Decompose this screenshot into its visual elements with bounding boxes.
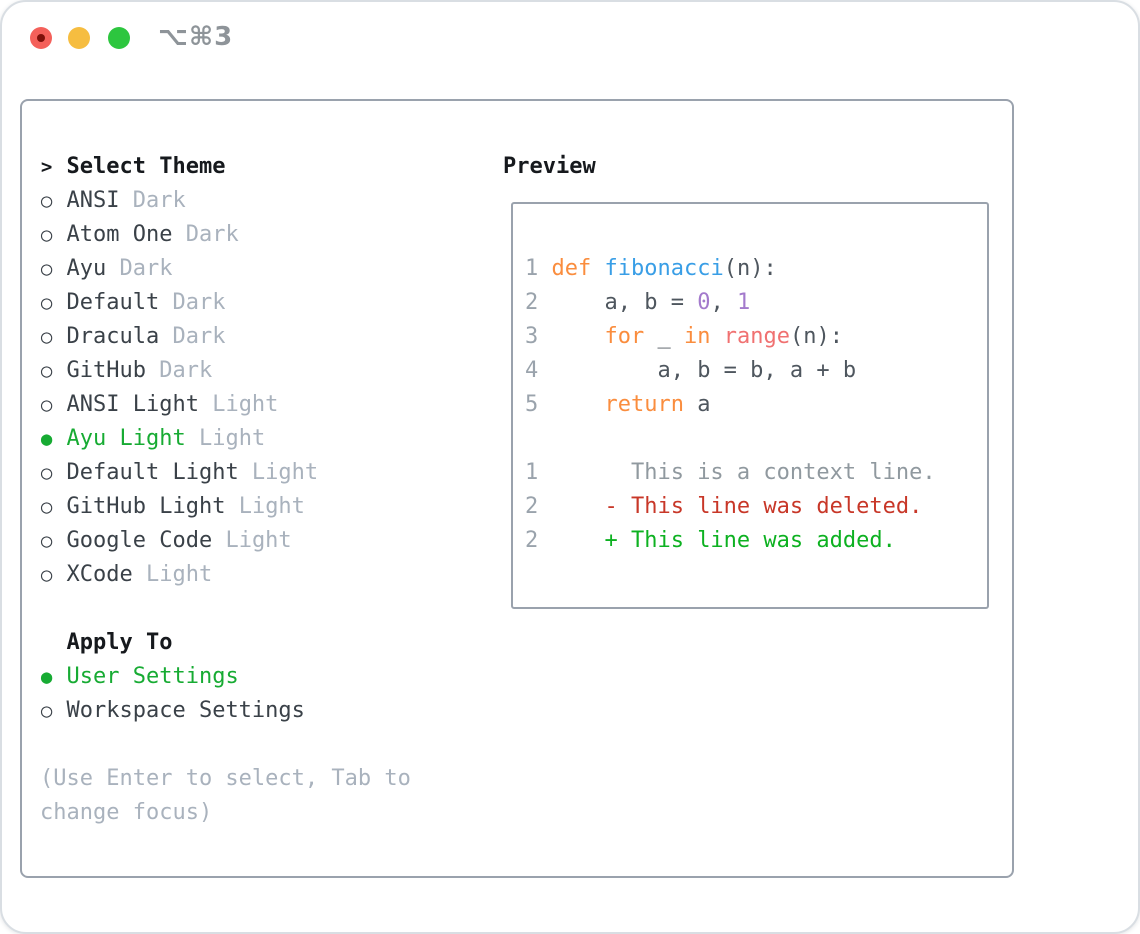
theme-variant-badge: Light (132, 562, 213, 587)
code-line: 3 for _ in range(n): (525, 324, 843, 349)
theme-option-github[interactable]: ○ GitHub Dark (40, 354, 411, 388)
record-dot-icon (37, 34, 45, 42)
hint-text: change focus) (40, 796, 411, 830)
diff-deleted-line: 2 - This line was deleted. (525, 494, 923, 519)
theme-option-dracula[interactable]: ○ Dracula Dark (40, 320, 411, 354)
theme-option-ansi-light[interactable]: ○ ANSI Light Light (40, 388, 411, 422)
apply-option-label: Workspace Settings (66, 698, 305, 723)
zoom-button[interactable] (108, 27, 130, 49)
code-line: 2 a, b = 0, 1 (525, 290, 751, 315)
theme-name: GitHub Light (66, 494, 226, 519)
blank-line (525, 422, 936, 456)
theme-name: Dracula (66, 324, 160, 349)
theme-name: Atom One (66, 222, 173, 247)
diff-added-line: 2 + This line was added. (525, 528, 896, 553)
theme-variant-badge: Dark (106, 256, 173, 281)
radio-unselected-icon: ○ (40, 190, 53, 212)
radio-selected-icon: ● (40, 428, 53, 450)
radio-unselected-icon: ○ (40, 326, 53, 348)
theme-name: Default Light (66, 460, 239, 485)
theme-name: ANSI Light (66, 392, 199, 417)
theme-variant-badge: Light (185, 426, 266, 451)
theme-option-default[interactable]: ○ Default Dark (40, 286, 411, 320)
theme-option-google-code[interactable]: ○ Google Code Light (40, 524, 411, 558)
select-theme-header-label: Select Theme (66, 154, 226, 179)
code-line: 5 return a (525, 392, 711, 417)
code-preview: 1 def fibonacci(n): 2 a, b = 0, 1 3 for _ … (525, 252, 936, 558)
spacer-row (40, 592, 411, 626)
radio-unselected-icon: ○ (40, 462, 53, 484)
radio-selected-icon: ● (40, 666, 53, 688)
theme-variant-badge: Dark (119, 188, 186, 213)
radio-unselected-icon: ○ (40, 258, 53, 280)
radio-unselected-icon: ○ (40, 496, 53, 518)
theme-option-ayu[interactable]: ○ Ayu Dark (40, 252, 411, 286)
preview-title: Preview (503, 154, 596, 179)
theme-name: Default (66, 290, 160, 315)
theme-name: Ayu (66, 256, 107, 281)
preview-box: 1 def fibonacci(n): 2 a, b = 0, 1 3 for _ … (511, 202, 989, 609)
theme-option-ayu-light[interactable]: ● Ayu Light Light (40, 422, 411, 456)
select-theme-header: > Select Theme (40, 150, 411, 184)
theme-list: > Select Theme○ ANSI Dark○ Atom One Dark… (40, 150, 411, 830)
apply-to-header: Apply To (40, 626, 411, 660)
theme-name: Ayu Light (66, 426, 186, 451)
close-button[interactable] (30, 27, 52, 49)
code-line: 4 a, b = b, a + b (525, 358, 857, 383)
theme-name: GitHub (66, 358, 146, 383)
radio-unselected-icon: ○ (40, 224, 53, 246)
apply-option-label: User Settings (66, 664, 239, 689)
radio-unselected-icon: ○ (40, 530, 53, 552)
spacer-row (40, 728, 411, 762)
theme-option-xcode[interactable]: ○ XCode Light (40, 558, 411, 592)
code-line: 1 def fibonacci(n): (525, 256, 777, 281)
radio-unselected-icon: ○ (40, 360, 53, 382)
theme-variant-badge: Light (225, 494, 305, 519)
theme-option-github-light[interactable]: ○ GitHub Light Light (40, 490, 411, 524)
theme-picker-panel: > Select Theme○ ANSI Dark○ Atom One Dark… (20, 99, 1014, 878)
apply-option-workspace-settings[interactable]: ○ Workspace Settings (40, 694, 411, 728)
theme-name: ANSI (66, 188, 120, 213)
apply-to-header-label: Apply To (40, 630, 173, 655)
window-title: ⌥⌘3 (158, 22, 234, 52)
radio-unselected-icon: ○ (40, 700, 53, 722)
minimize-button[interactable] (68, 27, 90, 49)
radio-unselected-icon: ○ (40, 564, 53, 586)
theme-name: Google Code (66, 528, 213, 553)
apply-option-user-settings[interactable]: ● User Settings (40, 660, 411, 694)
theme-option-default-light[interactable]: ○ Default Light Light (40, 456, 411, 490)
hint-line: change focus) (40, 800, 213, 825)
theme-variant-badge: Light (238, 460, 319, 485)
theme-variant-badge: Dark (145, 358, 213, 383)
theme-name: XCode (66, 562, 133, 587)
radio-unselected-icon: ○ (40, 292, 53, 314)
theme-variant-badge: Dark (172, 222, 239, 247)
theme-variant-badge: Dark (159, 290, 226, 315)
cursor-marker: > (40, 156, 53, 178)
theme-option-ansi[interactable]: ○ ANSI Dark (40, 184, 411, 218)
radio-unselected-icon: ○ (40, 394, 53, 416)
hint-line: (Use Enter to select, Tab to (40, 766, 411, 791)
theme-variant-badge: Dark (159, 324, 226, 349)
theme-variant-badge: Light (212, 528, 292, 553)
hint-text: (Use Enter to select, Tab to (40, 762, 411, 796)
theme-option-atom-one[interactable]: ○ Atom One Dark (40, 218, 411, 252)
diff-context-line: 1 This is a context line. (525, 460, 936, 485)
theme-variant-badge: Light (198, 392, 279, 417)
